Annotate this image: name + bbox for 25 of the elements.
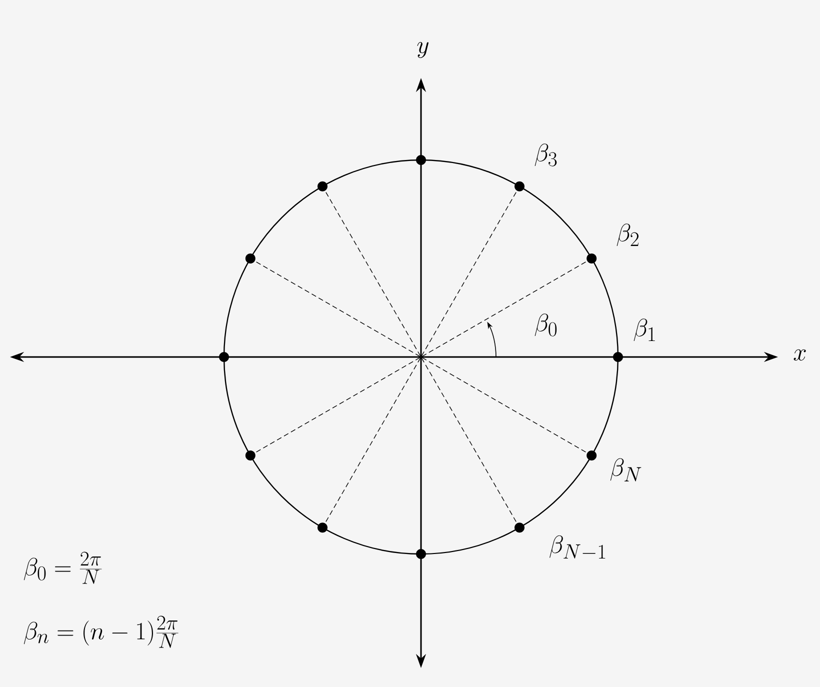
- dot: [416, 154, 426, 165]
- radius-line: [422, 260, 588, 357]
- dot: [416, 548, 426, 559]
- radius-line: [421, 358, 518, 524]
- radius-line: [324, 358, 421, 524]
- dot: [219, 352, 229, 362]
- point-label: $\beta_2$: [616, 224, 639, 246]
- radius-line: [421, 190, 518, 356]
- radius-line: [324, 190, 421, 356]
- dot: [318, 522, 328, 533]
- dot: [318, 181, 328, 192]
- point-label: $\beta_N$: [610, 458, 642, 482]
- point-label: $\beta_3$: [534, 144, 557, 166]
- radius-line: [422, 357, 588, 454]
- point-label: $\beta_{N-1}$: [550, 535, 606, 559]
- dot: [245, 450, 256, 460]
- axis-label: $y$: [417, 42, 428, 58]
- radius-line: [254, 357, 420, 454]
- formula: $\beta_n = (n-1)\frac{2\pi}{N}$: [24, 616, 178, 648]
- formula: $\beta_0 = \frac{2\pi}{N}$: [24, 552, 102, 584]
- radius-line: [254, 260, 420, 357]
- angle-label: $\beta_0$: [534, 314, 557, 336]
- dot: [245, 253, 256, 264]
- point-label: $\beta_1$: [634, 318, 655, 342]
- axis-label: $x$: [794, 349, 806, 361]
